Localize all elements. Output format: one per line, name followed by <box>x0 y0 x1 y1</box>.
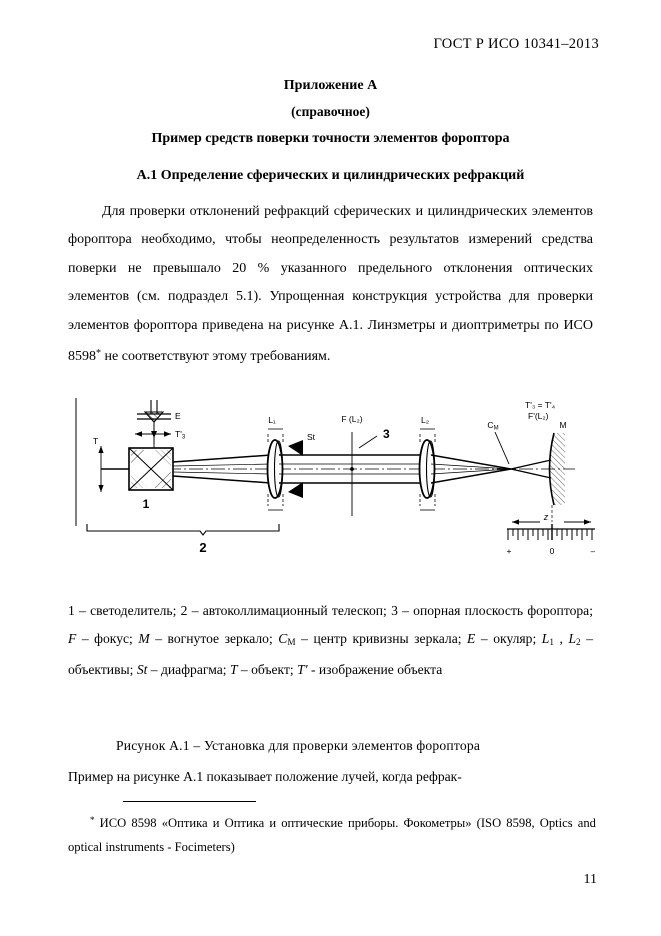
footnote-marker-inline: * <box>96 348 102 360</box>
focus-point-marker <box>350 467 354 471</box>
figure-legend: 1 – светоделитель; 2 – автоколлимационны… <box>68 597 593 684</box>
legend-symbol-l1: L <box>541 630 550 646</box>
legend-symbol-f: F <box>68 630 77 646</box>
tprime-arrow-left <box>135 431 142 437</box>
telescope-span-bracket <box>86 524 280 536</box>
ray-upper-3 <box>430 454 512 470</box>
ray-lower-inner-1 <box>172 471 272 475</box>
ray-lower-inner-3 <box>430 468 512 475</box>
label-splitter-number: 1 <box>143 497 150 511</box>
lens-l1-second-surface <box>273 440 284 498</box>
label-focus-l2: F (L₂) <box>341 414 362 424</box>
ray-upper-1 <box>172 454 272 463</box>
splitter-hatch-upper-right <box>154 450 171 467</box>
footnote-text: ИСО 8598 «Оптика и Оптика и оптические п… <box>68 815 596 855</box>
page-header: ГОСТ Р ИСО 10341–2013 <box>433 36 599 52</box>
legend-symbol-e: E <box>467 630 476 646</box>
legend-symbol-l2: L <box>568 630 577 646</box>
t-arrow-bottom <box>98 485 104 492</box>
label-diaphragm: St <box>307 432 316 442</box>
splitter-hatch-upper-left <box>131 450 149 467</box>
legend-after-l: – объективы; <box>68 630 593 678</box>
paragraph-after-figure: Пример на рисунке А.1 показывает положен… <box>68 763 593 791</box>
ray-lower-3 <box>430 468 512 484</box>
label-mirror: M <box>559 420 566 430</box>
legend-symbol-tprime: T' <box>297 662 308 678</box>
legend-after-tprime: - изображение объекта <box>307 662 443 678</box>
splitter-hatch-lower-left <box>131 471 148 488</box>
legend-after-st: – диафрагма; <box>147 662 230 678</box>
label-object: T <box>93 436 98 446</box>
z-arrow-left-head <box>512 519 519 525</box>
legend-symbol-cm-sub: M <box>287 636 296 647</box>
t-arrow-top <box>98 446 104 453</box>
label-reference-plane-number: 3 <box>383 427 390 441</box>
eyepiece-lens-body <box>143 411 165 423</box>
footnote-separator <box>123 801 256 802</box>
ray-lower-1 <box>172 475 272 484</box>
diaphragm-arrow-top <box>288 440 303 456</box>
legend-after-m: – вогнутое зеркало; <box>149 630 279 646</box>
legend-after-cm: – центр кривизны зеркала; <box>295 630 468 646</box>
ray-upper-inner-1 <box>172 463 272 467</box>
legend-after-e: – окуляр; <box>475 630 542 646</box>
legend-symbol-cm: C <box>278 630 288 646</box>
label-center-curvature: CM <box>487 420 498 432</box>
mirror-hatching <box>549 433 565 505</box>
legend-part-1: 1 – светоделитель; 2 – автоколлимационны… <box>68 603 593 618</box>
label-object-image: T'3 <box>175 429 186 441</box>
paragraph-1-text: Для проверки отклонений рефракций сферич… <box>68 204 593 365</box>
paragraph-1-tail: не соответствуют этому требованиям. <box>101 349 331 365</box>
label-scale-plus: + <box>507 546 512 556</box>
paragraph-1: Для проверки отклонений рефракций сферич… <box>68 198 593 372</box>
annex-name: Пример средств поверки точности элементо… <box>151 131 510 146</box>
after-figure-text: Пример на рисунке А.1 показывает положен… <box>68 769 462 784</box>
eyepiece-beam-arrow <box>151 431 157 438</box>
scale-ticks <box>507 524 593 540</box>
diaphragm-arrow-bottom <box>288 482 303 498</box>
ray-upper-4 <box>510 459 552 470</box>
legend-l-separator: , <box>553 630 569 646</box>
ray-upper-inner-3 <box>430 463 512 470</box>
page-number: 11 <box>583 872 597 887</box>
legend-after-f: – фокус; <box>76 630 139 646</box>
legend-symbol-st: St <box>136 662 148 678</box>
label-image-equality: T'₃ = T'₄ <box>525 400 556 410</box>
label-scale-variable: z <box>543 512 549 522</box>
label-eyepiece: E <box>175 411 181 421</box>
tprime-arrow-right <box>164 431 171 437</box>
legend-symbol-l1-sub: 1 <box>549 636 554 647</box>
label-center-curvature-sub: M <box>494 426 499 432</box>
legend-symbol-t: T <box>229 662 238 678</box>
ray-lower-4 <box>510 468 552 479</box>
figure-caption-text: Рисунок А.1 – Установка для проверки эле… <box>116 738 481 753</box>
leader-line-cm <box>494 431 510 465</box>
footnote: * ИСО 8598 «Оптика и Оптика и оптические… <box>68 808 596 860</box>
leader-line-plane-3 <box>358 435 378 449</box>
legend-symbol-l2-sub: 2 <box>576 636 581 647</box>
splitter-hatch-lower-right <box>154 471 171 488</box>
optical-setup-schematic: E T'3 T 1 <box>75 398 595 556</box>
legend-after-t: – объект; <box>237 662 298 678</box>
label-telescope-number: 2 <box>199 540 206 555</box>
z-arrow-right-head <box>584 519 591 525</box>
footnote-marker: * <box>90 815 95 825</box>
label-scale-minus: – <box>591 546 595 556</box>
figure-caption: Рисунок А.1 – Установка для проверки эле… <box>68 732 593 760</box>
label-lens1: L₁ <box>268 415 276 425</box>
annex-kind: (справочное) <box>291 104 370 119</box>
legend-symbol-m: M <box>138 630 150 646</box>
section-heading: А.1 Определение сферических и цилиндриче… <box>136 168 525 183</box>
label-lens2: L₂ <box>421 415 429 425</box>
figure-a1-diagram: E T'3 T 1 <box>75 398 595 570</box>
label-scale-zero: 0 <box>550 546 555 556</box>
annex-title: Приложение А <box>283 78 378 93</box>
lens-l2-second-surface <box>425 440 436 498</box>
label-image-focus-l2: F'(L₂) <box>528 411 549 421</box>
